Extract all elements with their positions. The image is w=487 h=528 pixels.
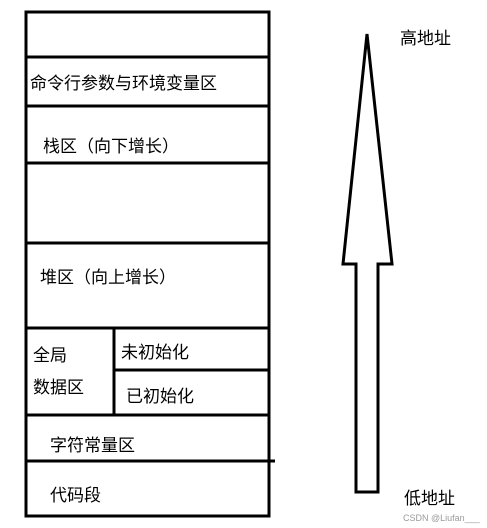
segment-cmdline-env-label: 命令行参数与环境变量区 bbox=[30, 74, 217, 94]
csdn-watermark: CSDN @Liufan___ bbox=[403, 513, 480, 523]
high-address-label: 高地址 bbox=[400, 29, 451, 49]
segment-global-label-line1: 全局 bbox=[33, 346, 67, 366]
segment-string-constants-label: 字符常量区 bbox=[50, 436, 135, 456]
segment-heap-label: 堆区（向上增长） bbox=[40, 268, 176, 288]
memory-outer-border bbox=[24, 10, 271, 518]
segment-initialized-label: 已初始化 bbox=[126, 387, 194, 407]
segment-global-label-line2: 数据区 bbox=[33, 378, 84, 398]
segment-code-label: 代码段 bbox=[50, 486, 101, 506]
segment-stack-label: 栈区（向下增长） bbox=[43, 137, 179, 157]
address-direction-arrow bbox=[341, 33, 394, 494]
segment-uninitialized-label: 未初始化 bbox=[121, 343, 189, 363]
low-address-label: 低地址 bbox=[404, 489, 455, 509]
